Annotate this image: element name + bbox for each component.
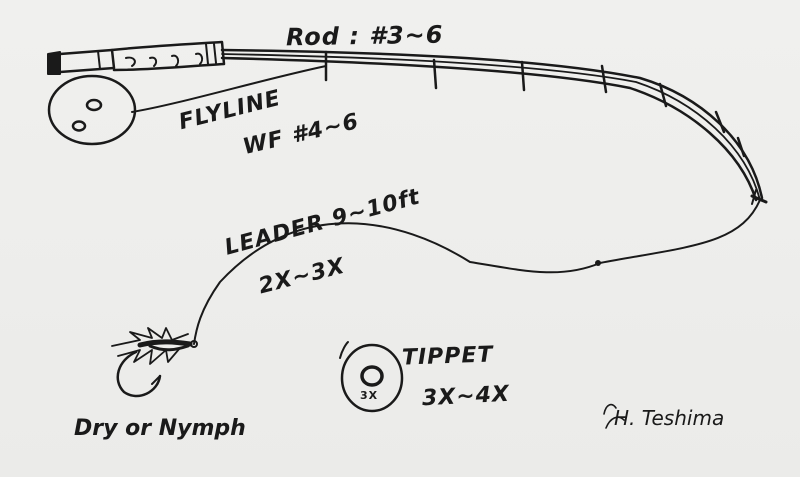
fly-reel-icon <box>47 65 327 146</box>
leader-line <box>193 199 761 345</box>
fly-hook-icon <box>111 327 193 398</box>
tippet-spool-icon <box>339 341 404 413</box>
tippet-label: TIPPET <box>401 342 494 371</box>
tippet-spool-label: 3X <box>360 389 379 402</box>
fly-type-label: Dry or Nymph <box>74 416 246 441</box>
tippet-size-label: 3X~4X <box>421 381 511 412</box>
rod-label: Rod : #3~6 <box>285 20 444 52</box>
fly-rod-icon <box>47 40 768 205</box>
signature-mark <box>603 403 625 429</box>
signature: H. Teshima <box>614 406 725 430</box>
